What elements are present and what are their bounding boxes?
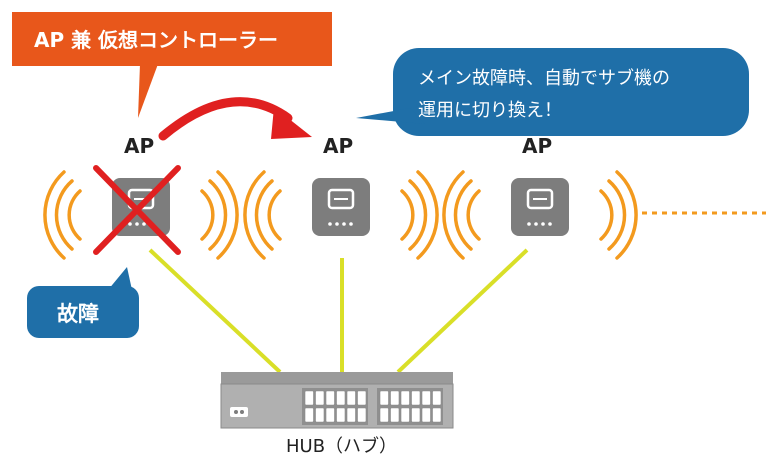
hub-port xyxy=(390,407,400,423)
failover-callout-text-line2: 運用に切り換え！ xyxy=(418,100,562,121)
cable-ap3 xyxy=(396,248,529,374)
hub-label: HUB（ハブ） xyxy=(286,436,398,457)
ap1-signal-arcs xyxy=(43,170,239,260)
hub-port-grid xyxy=(302,388,443,425)
hub-port xyxy=(357,407,367,423)
ap3-label: AP xyxy=(522,134,553,158)
hub-port xyxy=(315,390,325,406)
hub-port xyxy=(357,390,367,406)
ap2-signal-arcs xyxy=(243,170,439,260)
hub-port xyxy=(379,390,389,406)
fault-callout-tail xyxy=(108,267,132,290)
hub-port xyxy=(304,390,314,406)
hub-port xyxy=(421,407,431,423)
hub-port xyxy=(390,390,400,406)
cable-lines xyxy=(148,248,529,374)
hub-port xyxy=(432,390,442,406)
hub-port xyxy=(411,390,421,406)
controller-callout xyxy=(12,12,332,118)
hub-port xyxy=(325,390,335,406)
ap3-signal-arcs xyxy=(442,170,638,260)
ap2-label: AP xyxy=(323,134,354,158)
hub-port xyxy=(315,407,325,423)
hub-port xyxy=(336,390,346,406)
failover-callout-text-line1: メイン故障時、自動でサブ機の xyxy=(418,68,670,89)
hub-port xyxy=(346,407,356,423)
ap1-label: AP xyxy=(124,134,155,158)
hub-device-icon xyxy=(220,372,454,429)
failover-callout-box xyxy=(393,48,749,136)
hub-port xyxy=(325,407,335,423)
controller-callout-text: AP 兼 仮想コントローラー xyxy=(34,28,279,52)
ap3-device-icon xyxy=(511,178,569,236)
controller-callout-tail xyxy=(138,64,158,118)
fault-callout-text: 故障 xyxy=(57,302,99,326)
failover-arrow-head xyxy=(271,107,312,139)
cable-ap1 xyxy=(148,248,282,374)
ap2-device-icon xyxy=(312,178,370,236)
failover-arrow xyxy=(158,97,312,141)
hub-port xyxy=(400,407,410,423)
fault-callout-box xyxy=(27,286,139,338)
hub-port xyxy=(411,407,421,423)
failover-callout-tail xyxy=(356,108,425,124)
hub-port xyxy=(421,390,431,406)
hub-port xyxy=(336,407,346,423)
controller-callout-box xyxy=(12,12,332,66)
hub-port xyxy=(379,407,389,423)
failover-callout xyxy=(356,48,749,136)
hub-port xyxy=(346,390,356,406)
hub-port xyxy=(432,407,442,423)
hub-port xyxy=(400,390,410,406)
ap1-failure-x-mark xyxy=(93,165,181,255)
hub-port xyxy=(304,407,314,423)
fault-callout xyxy=(27,267,139,338)
failover-arrow-curve xyxy=(158,97,293,141)
